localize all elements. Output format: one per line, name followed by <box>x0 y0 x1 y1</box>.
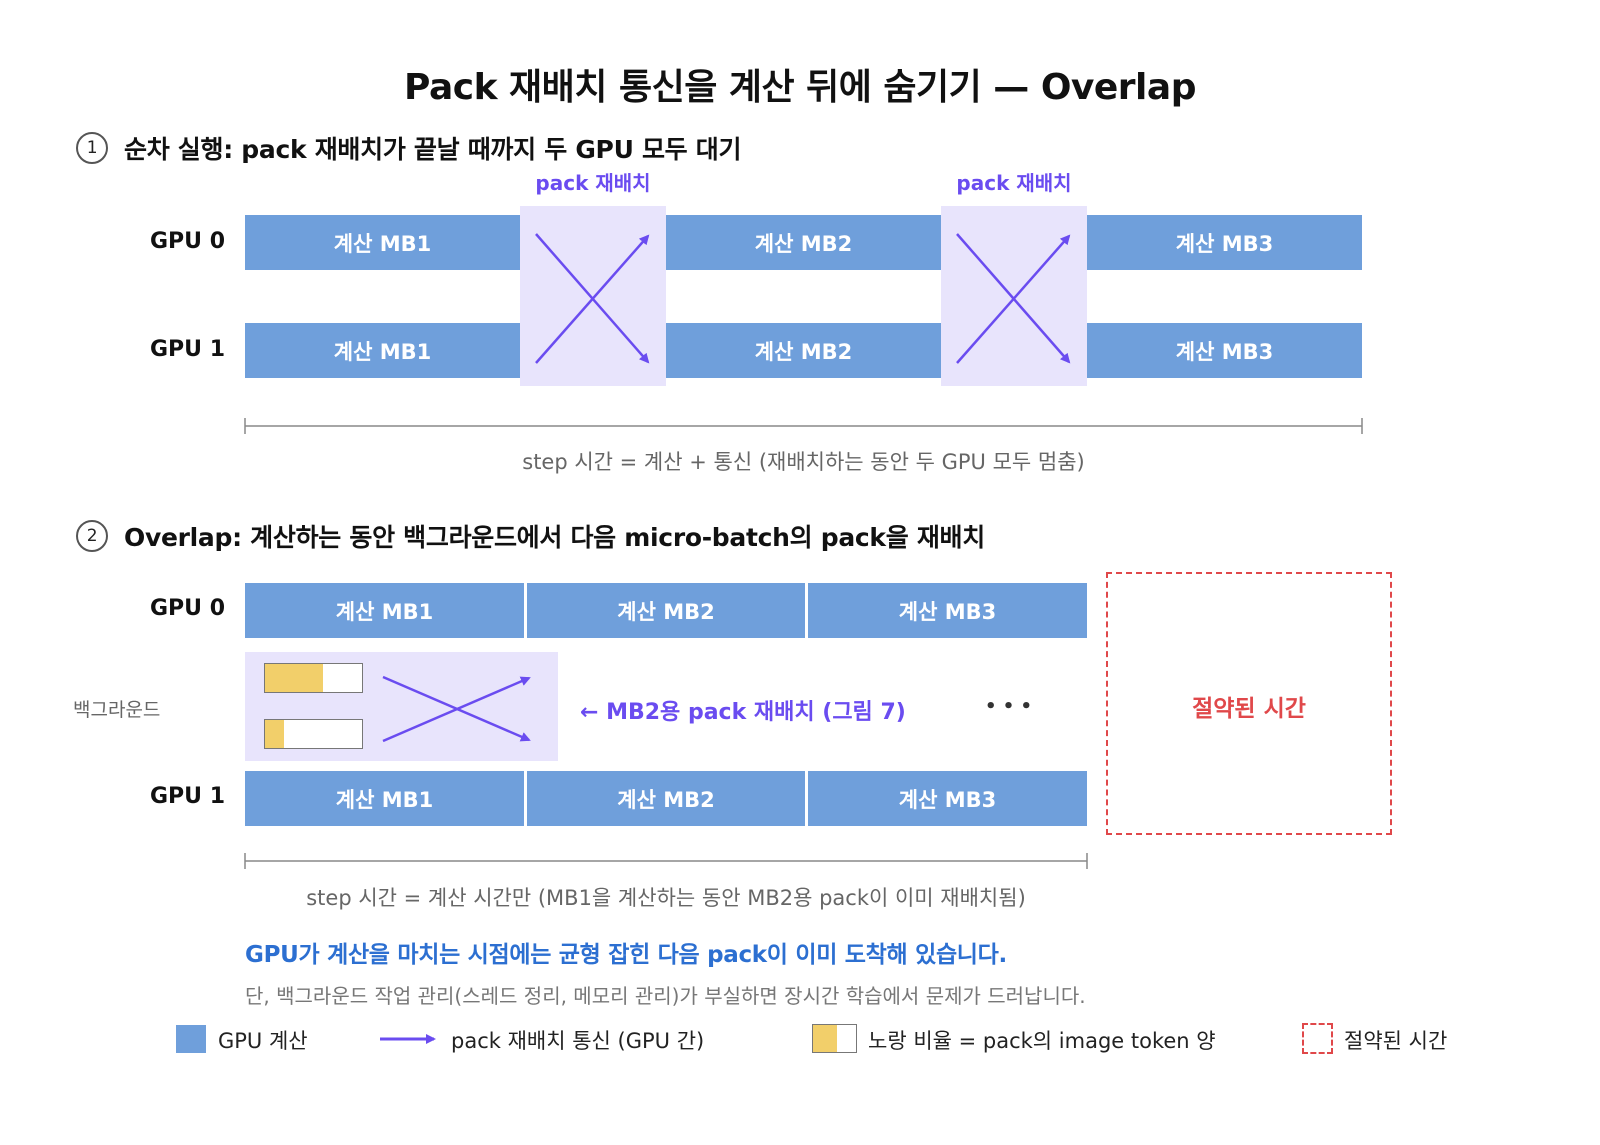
s1-timeline-axis <box>244 418 1363 434</box>
s2-gpu1-block-mb2: 계산 MB2 <box>527 771 805 826</box>
s1-gpu0-block-mb3: 계산 MB3 <box>1087 215 1362 270</box>
s1-gpu0-block-mb1: 계산 MB1 <box>245 215 520 270</box>
s2-token-fill-1 <box>265 664 324 692</box>
legend-ratio-fill <box>813 1025 837 1052</box>
legend-compute-label: GPU 계산 <box>218 1029 308 1053</box>
saved-time-box <box>1106 572 1392 835</box>
note-gray: 단, 백그라운드 작업 관리(스레드 정리, 메모리 관리)가 부실하면 장시간… <box>245 984 1086 1008</box>
s2-token-bar-2 <box>264 719 363 749</box>
s1-gpu1-block-mb2: 계산 MB2 <box>666 323 941 378</box>
saved-time-label: 절약된 시간 <box>1192 696 1306 722</box>
s2-token-bar-1 <box>264 663 363 693</box>
s2-relocate-label: ← MB2용 pack 재배치 (그림 7) <box>580 700 906 725</box>
s1-cross-arrows-1 <box>535 233 650 364</box>
legend-saved-label: 절약된 시간 <box>1344 1029 1448 1053</box>
section2-heading: Overlap: 계산하는 동안 백그라운드에서 다음 micro-batch의… <box>124 523 985 552</box>
s1-cross-arrows-2 <box>956 233 1071 364</box>
s2-gpu1-block-mb3: 계산 MB3 <box>808 771 1087 826</box>
s2-token-fill-2 <box>265 720 285 748</box>
s2-gpu0-block-mb1: 계산 MB1 <box>245 583 524 638</box>
s1-caption: step 시간 = 계산 + 통신 (재배치하는 동안 두 GPU 모두 멈춤) <box>522 450 1085 474</box>
s2-gpu0-block-mb2: 계산 MB2 <box>527 583 805 638</box>
section2-number: 2 <box>76 520 108 552</box>
background-label: 백그라운드 <box>73 699 161 721</box>
s1-comm-label-1: pack 재배치 <box>535 171 651 195</box>
ellipsis: • • • <box>985 696 1033 717</box>
note-blue: GPU가 계산을 마치는 시점에는 균형 잡힌 다음 pack이 이미 도착해 … <box>245 942 1007 968</box>
legend-ratio-swatch <box>812 1024 857 1053</box>
s2-gpu0-label: GPU 0 <box>149 596 225 621</box>
s1-gpu1-block-mb1: 계산 MB1 <box>245 323 520 378</box>
s2-gpu1-label: GPU 1 <box>149 784 225 809</box>
s1-comm-label-2: pack 재배치 <box>956 171 1072 195</box>
section1-heading: 순차 실행: pack 재배치가 끝날 때까지 두 GPU 모두 대기 <box>124 135 742 164</box>
s2-gpu1-block-mb1: 계산 MB1 <box>245 771 524 826</box>
section1-heading-row: 1 순차 실행: pack 재배치가 끝날 때까지 두 GPU 모두 대기 <box>76 130 741 166</box>
section1-number: 1 <box>76 132 108 164</box>
s1-gpu1-label: GPU 1 <box>149 337 225 362</box>
s1-gpu0-label: GPU 0 <box>149 229 225 254</box>
s1-gpu1-block-mb3: 계산 MB3 <box>1087 323 1362 378</box>
s2-cross-arrows <box>382 675 531 743</box>
section2-heading-row: 2 Overlap: 계산하는 동안 백그라운드에서 다음 micro-batc… <box>76 518 985 554</box>
legend-saved-swatch <box>1302 1023 1333 1054</box>
s2-gpu0-block-mb3: 계산 MB3 <box>808 583 1087 638</box>
legend-comm-label: pack 재배치 통신 (GPU 간) <box>451 1029 705 1053</box>
diagram-title: Pack 재배치 통신을 계산 뒤에 숨기기 — Overlap <box>404 67 1196 108</box>
s2-timeline-axis <box>244 853 1088 869</box>
legend-ratio-label: 노랑 비율 = pack의 image token 양 <box>868 1029 1216 1053</box>
s1-gpu0-block-mb2: 계산 MB2 <box>666 215 941 270</box>
s2-caption: step 시간 = 계산 시간만 (MB1을 계산하는 동안 MB2용 pack… <box>306 886 1026 910</box>
legend-compute-swatch <box>176 1025 206 1053</box>
